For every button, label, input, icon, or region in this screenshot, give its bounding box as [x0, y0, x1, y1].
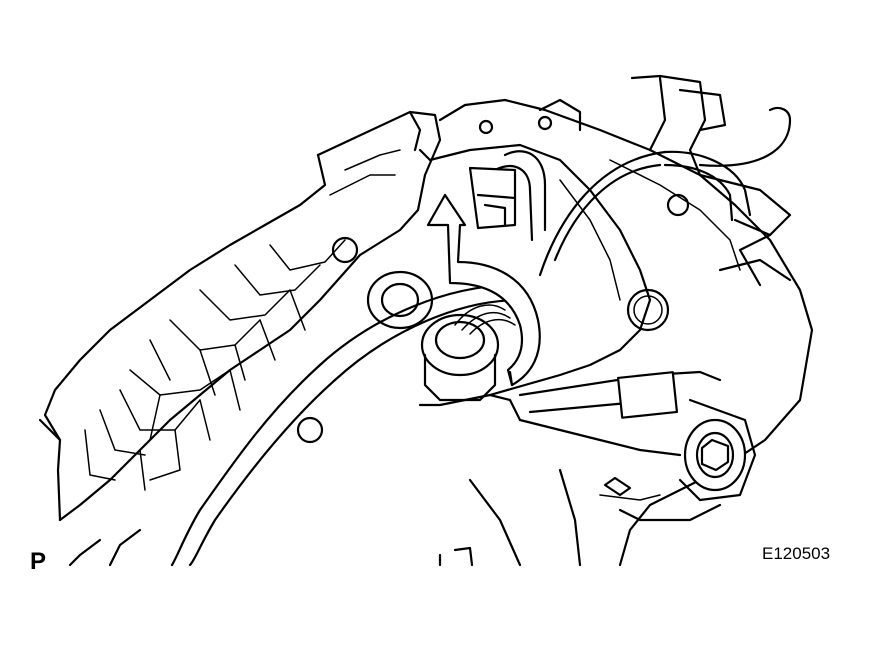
- connector-block: [468, 166, 517, 230]
- shift-lever-bracket: [38, 110, 442, 522]
- wire-harness: [493, 150, 752, 277]
- grommet: [366, 270, 522, 422]
- transmission-housing: [418, 98, 814, 567]
- figure-code: E120503: [762, 544, 831, 563]
- upper-bracket: [630, 74, 792, 287]
- view-label: P: [30, 548, 47, 575]
- curved-arrow-icon: [426, 193, 541, 387]
- output-shaft: [518, 370, 757, 502]
- housing-bosses: [478, 115, 690, 332]
